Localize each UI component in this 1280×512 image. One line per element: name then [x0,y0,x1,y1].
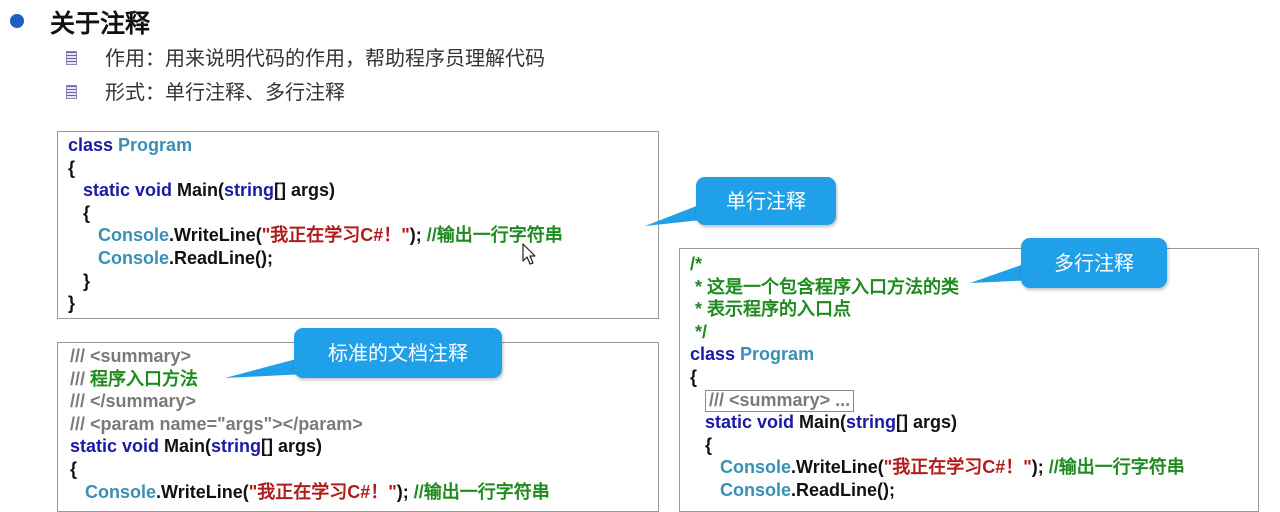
code-plain: ); [409,225,427,246]
code-keyword: static void [70,436,165,457]
code-keyword: static void [690,412,800,433]
code-line: /// 程序入口方法 [70,368,658,391]
code-plain: Main( [177,180,225,201]
code-plain: [] args) [261,436,323,457]
code-line: /// </summary> [70,391,197,412]
code-comment: //输出一行字符串 [426,225,563,246]
code-type: Console [720,457,792,478]
code-line: { [690,434,713,455]
code-keyword: string [211,436,262,457]
code-type: Console [720,479,792,500]
multi-line-pointer [970,262,1036,283]
code-string: "我正在学习C#！" [261,225,410,246]
code-line: Console.ReadLine(); [690,479,1258,502]
list-bullet-icon [66,50,77,65]
code-type: Console [98,247,170,268]
code-comment: 程序入口方法 [90,368,199,389]
code-line: static void Main(string[] args) [690,411,1258,434]
code-plain: [] args) [896,412,958,433]
code-line: { [690,366,698,387]
code-type: Console [98,225,170,246]
callout-multi-line: 多行注释 [1021,238,1167,288]
code-plain: Main( [799,412,847,433]
doc-comment-pointer [225,358,306,378]
code-plain: ); [1031,457,1049,478]
code-plain: .WriteLine( [791,457,884,478]
code-string: "我正在学习C#！" [883,457,1032,478]
code-plain: Main( [164,436,212,457]
code-type: Program [740,344,815,365]
code-keyword: class [68,135,119,155]
code-line: Console.WriteLine("我正在学习C#！"); //输出一行字符串 [68,224,658,247]
callout-doc-comment: 标准的文档注释 [294,328,502,378]
code-plain: [] args) [274,180,336,201]
code-plain: .ReadLine(); [169,247,274,268]
bullet-dot-icon [10,14,24,28]
slide-title: 关于注释 [50,9,151,38]
code-comment: //输出一行字符串 [1048,457,1185,478]
code-line: class Program [68,134,658,157]
sub-item-purpose: 作用：用来说明代码的作用，帮助程序员理解代码 [66,42,545,71]
sub-item-label: 形式：单行注释、多行注释 [105,80,345,104]
code-line: Console.WriteLine("我正在学习C#！"); //输出一行字符串 [690,456,1258,479]
code-line: * 表示程序的入口点 [690,299,852,320]
code-keyword: static void [68,180,178,201]
code-line: static void Main(string[] args) [68,179,658,202]
code-doc-comment: /// [70,368,91,389]
code-type: Program [118,135,193,155]
code-line: Console.ReadLine(); [68,247,658,270]
code-line: { [68,202,91,223]
sub-item-forms: 形式：单行注释、多行注释 [66,76,345,105]
code-line: class Program [690,343,1258,366]
code-line: } [68,270,91,291]
collapsed-region-toggle[interactable]: /// <summary> ... [705,389,855,412]
code-keyword: string [846,412,897,433]
code-line: /// <summary> ... [690,389,1258,412]
code-line: { [68,157,76,178]
code-line: */ [690,321,708,342]
code-keyword: string [224,180,275,201]
callout-single-line: 单行注释 [696,177,836,225]
code-plain: .WriteLine( [169,225,262,246]
sub-item-label: 作用：用来说明代码的作用，帮助程序员理解代码 [105,46,545,70]
code-line: } [68,293,76,314]
code-keyword: class [690,344,741,365]
code-line: static void Main(string[] args) [70,435,658,458]
code-box-single-line: class Program { static void Main(string[… [57,131,659,319]
code-line: /// <summary> [70,346,192,366]
list-bullet-icon [66,84,77,99]
code-line: /* [690,254,703,274]
code-line: /// <param name="args"></param> [70,413,363,434]
code-line: { [70,458,78,479]
code-line: * 这是一个包含程序入口方法的类 [690,276,960,297]
code-plain: .ReadLine(); [791,479,896,500]
code-box-multi-line: /* * 这是一个包含程序入口方法的类 * 表示程序的入口点 */ class … [679,248,1259,512]
mouse-cursor-icon [522,243,536,265]
